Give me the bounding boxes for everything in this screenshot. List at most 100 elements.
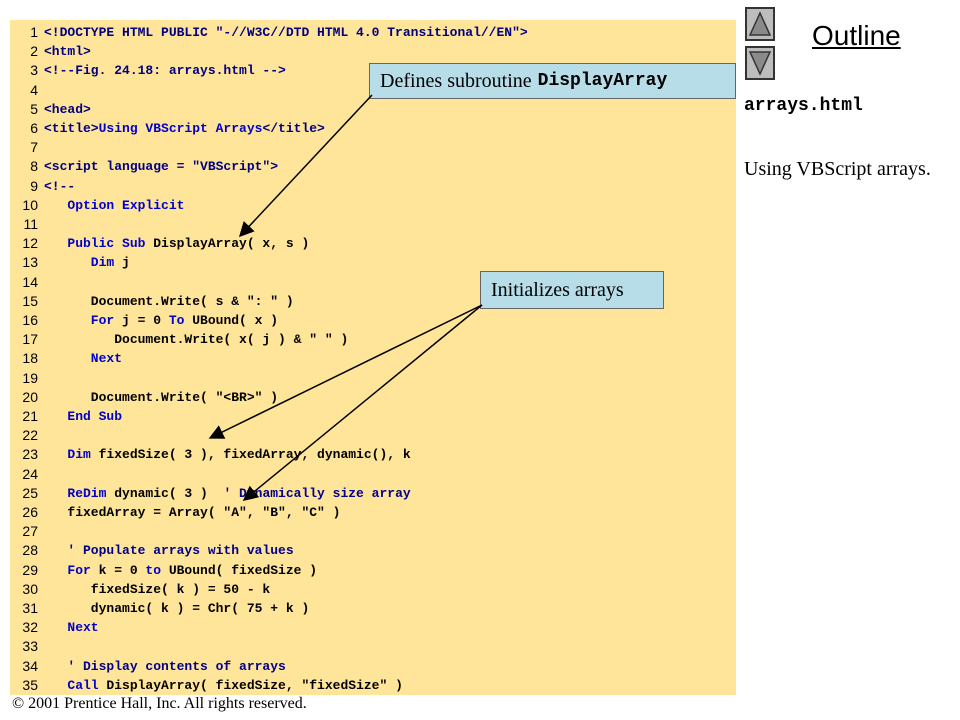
code-line: 11 bbox=[10, 215, 736, 234]
line-number: 12 bbox=[22, 235, 38, 252]
code-token: ' Populate arrays with values bbox=[44, 543, 294, 559]
code-token: dynamic( 3 ) bbox=[114, 485, 224, 501]
code-text: <head> bbox=[44, 100, 91, 119]
line-number: 15 bbox=[22, 292, 38, 309]
callout-display-name: DisplayArray bbox=[537, 71, 668, 91]
code-token: UBound( x ) bbox=[192, 313, 279, 328]
code-text: dynamic( k ) = Chr( 75 + k ) bbox=[44, 599, 309, 618]
code-line: 8<script language = "VBScript"> bbox=[10, 157, 736, 176]
callout-initializes-arrays: Initializes arrays bbox=[480, 271, 664, 309]
code-text: <html> bbox=[44, 42, 91, 61]
code-token: to bbox=[145, 562, 169, 578]
code-text: fixedArray = Array( "A", "B", "C" ) bbox=[44, 503, 340, 522]
code-token: <!--Fig. 24.18: arrays.html --> bbox=[44, 63, 286, 79]
line-number: 21 bbox=[22, 408, 38, 424]
code-line: 25 ReDim dynamic( 3 ) ' Dynamically size… bbox=[10, 484, 736, 503]
code-line: 24 bbox=[10, 465, 736, 484]
code-text: <!--Fig. 24.18: arrays.html --> bbox=[44, 61, 286, 80]
triangle-up-icon bbox=[749, 11, 771, 36]
code-text: For j = 0 To UBound( x ) bbox=[44, 311, 278, 330]
code-line: 2 <html> bbox=[10, 42, 736, 61]
code-token: <!DOCTYPE HTML PUBLIC "-//W3C//DTD HTML … bbox=[44, 25, 528, 40]
line-number: 29 bbox=[22, 561, 38, 578]
line-number: 34 bbox=[22, 657, 38, 674]
next-slide-button[interactable] bbox=[745, 46, 775, 80]
code-line: 10 Option Explicit bbox=[10, 196, 736, 215]
line-number: 17 bbox=[22, 331, 38, 348]
line-number: 25 bbox=[22, 484, 38, 501]
line-number: 13 bbox=[22, 254, 38, 271]
code-line: 3 <!--Fig. 24.18: arrays.html --> bbox=[10, 61, 736, 80]
code-token: DisplayArray( x, s ) bbox=[153, 236, 310, 252]
code-token: For bbox=[44, 313, 123, 328]
code-text: Document.Write( "<BR>" ) bbox=[44, 388, 278, 407]
code-line: 14 bbox=[10, 273, 736, 292]
code-text: <!DOCTYPE HTML PUBLIC "-//W3C//DTD HTML … bbox=[44, 23, 528, 42]
slide-description: Using VBScript arrays. bbox=[744, 158, 931, 180]
code-text: Next bbox=[44, 618, 99, 637]
code-line: 26 fixedArray = Array( "A", "B", "C" ) bbox=[10, 503, 736, 522]
line-number: 6 bbox=[30, 120, 38, 136]
callout-display-prefix: Defines subroutine bbox=[380, 69, 532, 92]
line-number: 18 bbox=[22, 350, 38, 367]
code-token: UBound( fixedSize ) bbox=[168, 562, 318, 578]
code-token: Call bbox=[44, 677, 107, 693]
line-number: 16 bbox=[22, 312, 38, 328]
line-number: 9 bbox=[30, 177, 38, 194]
line-number: 4 bbox=[30, 81, 38, 98]
code-token: Option Explicit bbox=[44, 197, 185, 213]
line-number: 19 bbox=[22, 369, 38, 386]
code-text: ' Populate arrays with values bbox=[44, 541, 294, 560]
previous-slide-button[interactable] bbox=[745, 7, 775, 41]
code-line: 30 fixedSize( k ) = 50 - k bbox=[10, 580, 736, 599]
code-text: <script language = "VBScript"> bbox=[44, 157, 278, 176]
code-line: 21 End Sub bbox=[10, 407, 736, 426]
callout-init-text: Initializes arrays bbox=[491, 278, 624, 301]
code-line: 22 bbox=[10, 426, 736, 445]
code-token: Next bbox=[44, 351, 123, 367]
arrow-to-displayarray bbox=[238, 94, 373, 238]
code-text: Option Explicit bbox=[44, 196, 184, 215]
line-number: 24 bbox=[22, 465, 38, 482]
copyright-notice: © 2001 Prentice Hall, Inc. All rights re… bbox=[12, 695, 307, 712]
line-number: 3 bbox=[30, 62, 38, 79]
code-line: 17 Document.Write( x( j ) & " " ) bbox=[10, 330, 736, 349]
code-token: Dim bbox=[44, 255, 123, 271]
code-token: To bbox=[168, 313, 193, 328]
code-line: 1<!DOCTYPE HTML PUBLIC "-//W3C//DTD HTML… bbox=[10, 23, 736, 42]
code-line: 20 Document.Write( "<BR>" ) bbox=[10, 388, 736, 407]
code-line: 33 bbox=[10, 637, 736, 656]
code-token: ' Display contents of arrays bbox=[44, 658, 286, 674]
code-line: 27 bbox=[10, 522, 736, 541]
code-token: Document.Write( s & ": " ) bbox=[44, 293, 294, 309]
code-token: Dim bbox=[44, 447, 99, 463]
code-token: j = 0 bbox=[122, 313, 169, 328]
code-line: 5<head> bbox=[10, 100, 736, 119]
line-number: 2 bbox=[30, 43, 38, 60]
line-number: 26 bbox=[22, 504, 38, 520]
line-number: 30 bbox=[22, 580, 38, 597]
code-line: 31 dynamic( k ) = Chr( 75 + k ) bbox=[10, 599, 736, 618]
outline-link[interactable]: Outline bbox=[812, 20, 901, 51]
code-line: 18 Next bbox=[10, 349, 736, 368]
code-line: 29 For k = 0 to UBound( fixedSize ) bbox=[10, 561, 736, 580]
code-text: ' Display contents of arrays bbox=[44, 657, 286, 676]
code-line: 7 bbox=[10, 138, 736, 157]
code-line: 35 Call DisplayArray( fixedSize, "fixedS… bbox=[10, 676, 736, 695]
code-line: 12 Public Sub DisplayArray( x, s ) bbox=[10, 234, 736, 253]
code-token: k = 0 bbox=[98, 562, 146, 578]
code-text: ReDim dynamic( 3 ) ' Dynamically size ar… bbox=[44, 484, 411, 503]
line-number: 20 bbox=[22, 388, 38, 405]
code-text: End Sub bbox=[44, 407, 122, 426]
line-number: 31 bbox=[22, 600, 38, 616]
code-text: fixedSize( k ) = 50 - k bbox=[44, 580, 270, 599]
line-number: 23 bbox=[22, 446, 38, 463]
line-number: 27 bbox=[22, 523, 38, 540]
code-token: Next bbox=[44, 620, 99, 636]
arrow-to-fixedarray bbox=[242, 304, 483, 501]
code-token: dynamic( k ) = Chr( 75 + k ) bbox=[44, 601, 310, 616]
code-token: Document.Write( "<BR>" ) bbox=[44, 389, 279, 405]
code-token: ' Dynamically size array bbox=[223, 485, 411, 501]
code-text: Dim j bbox=[44, 253, 130, 272]
code-text: Call DisplayArray( fixedSize, "fixedSize… bbox=[44, 676, 402, 695]
